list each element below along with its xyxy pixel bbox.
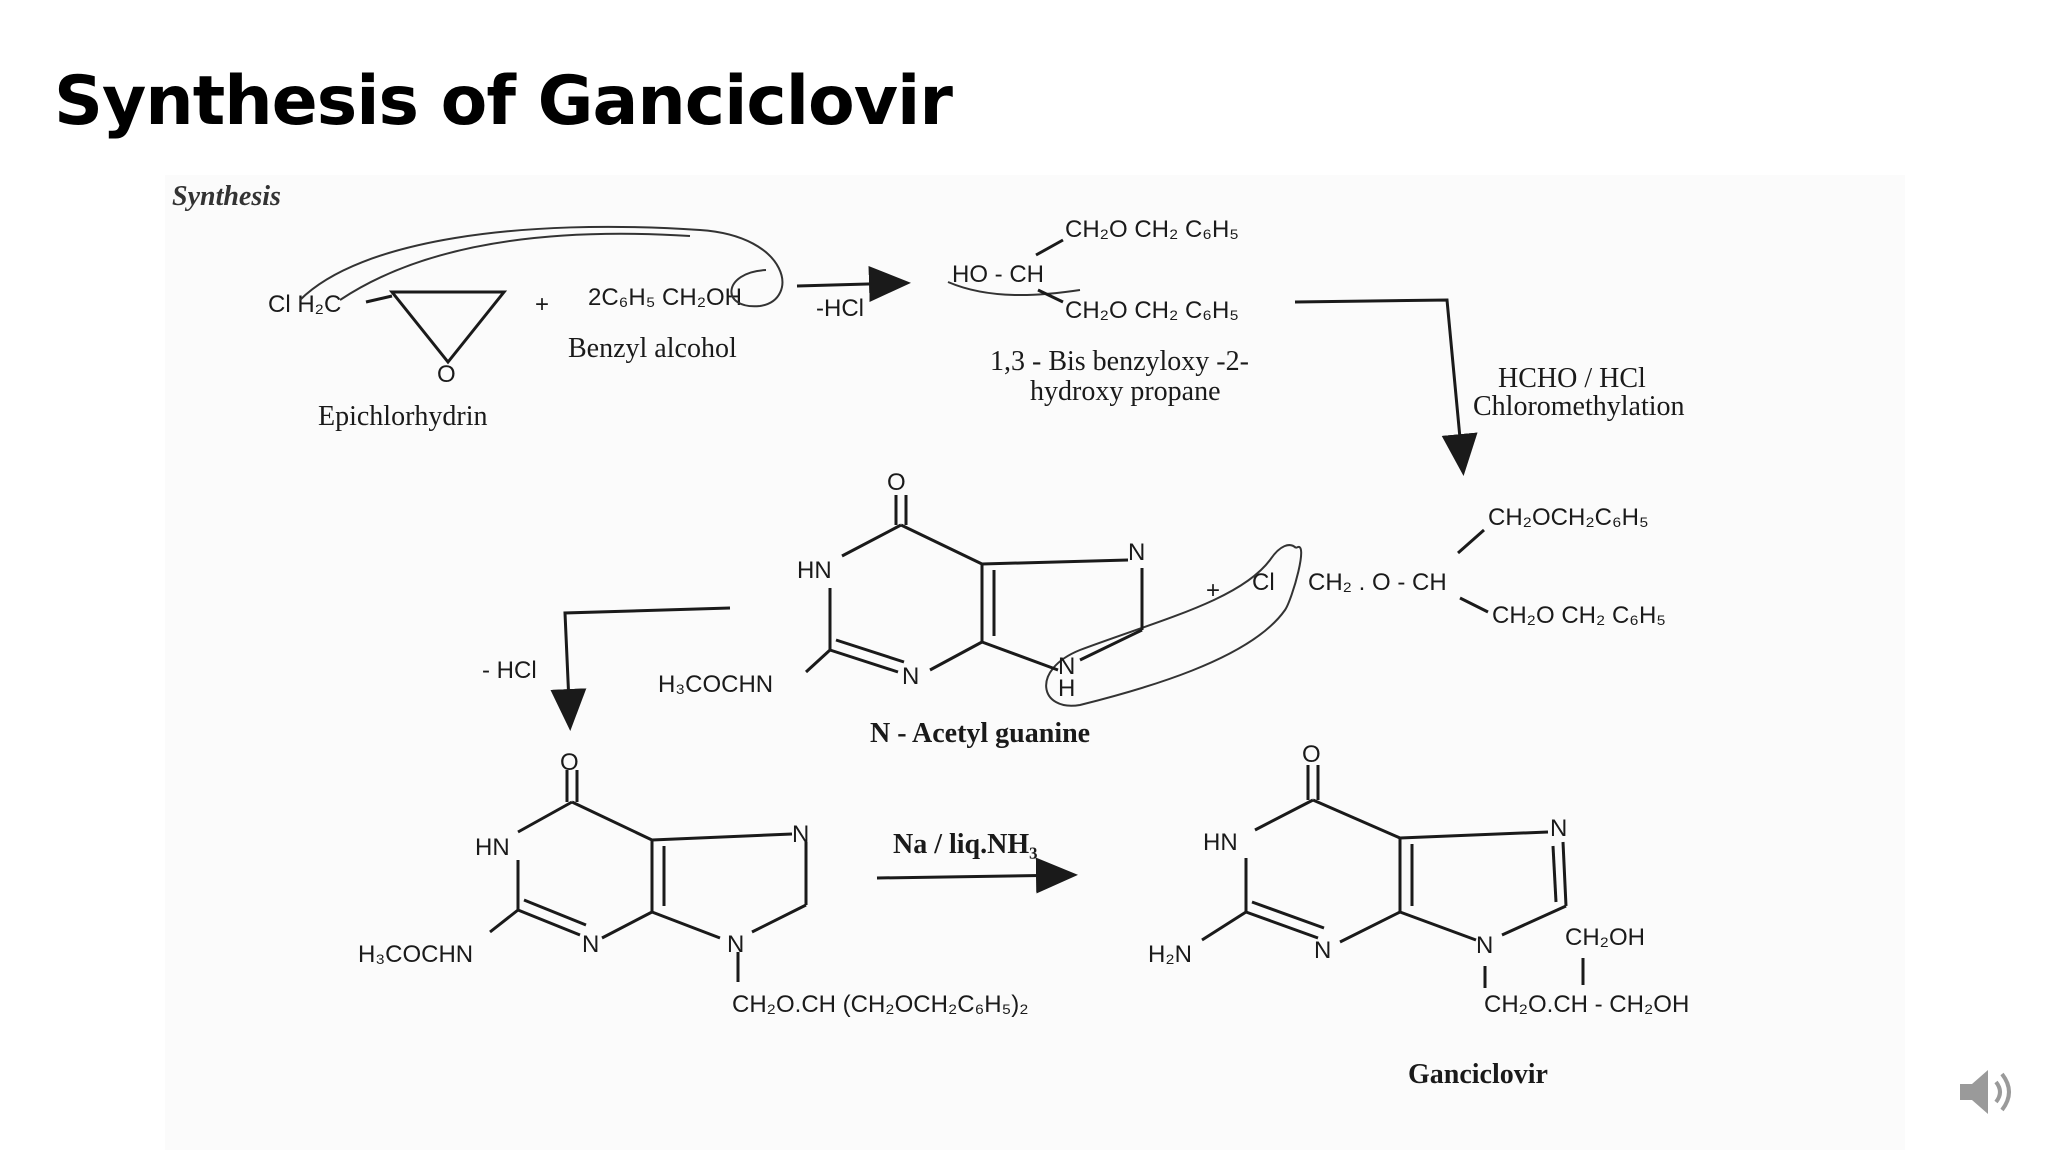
guanine-h: H xyxy=(1058,675,1075,702)
cond-step3: - HCl xyxy=(482,657,537,684)
chloro-bond-bot xyxy=(1459,596,1489,614)
guanine-n9: N xyxy=(1058,653,1075,680)
plus-sign-1: + xyxy=(535,291,549,318)
int-n3: N xyxy=(582,931,599,958)
gan-hn: HN xyxy=(1203,829,1238,856)
annotation-loop-2 xyxy=(339,232,691,301)
gan-n3: N xyxy=(1314,937,1331,964)
p1-name-1: 1,3 - Bis benzyloxy -2- xyxy=(990,346,1249,377)
arrow-step2 xyxy=(1294,298,1478,476)
cond-step2-line1: HCHO / HCl xyxy=(1498,363,1646,394)
int-n9: N xyxy=(727,931,744,958)
benzyl-formula: 2C₆H₅ CH₂OH xyxy=(588,284,742,311)
annotation-loop-4 xyxy=(1045,544,1303,707)
speaker-icon[interactable] xyxy=(1954,1060,2018,1124)
gan-n7: N xyxy=(1550,815,1567,842)
int-sub: H₃COCHN xyxy=(358,941,473,968)
cond-step2-line2: Chloromethylation xyxy=(1473,391,1685,422)
guanine-n7: N xyxy=(1128,539,1145,566)
int-hn: HN xyxy=(475,834,510,861)
guanine-n3: N xyxy=(902,663,919,690)
chloro-cl: Cl xyxy=(1252,569,1275,596)
gan-o: O xyxy=(1302,741,1321,768)
p1-name-2: hydroxy propane xyxy=(1030,376,1221,407)
chloro-chain: CH₂ . O - CH xyxy=(1308,569,1447,596)
gan-n9: N xyxy=(1476,932,1493,959)
guanine-o: O xyxy=(887,469,906,496)
int-o: O xyxy=(560,749,579,776)
gan-sub: H₂N xyxy=(1148,941,1192,968)
plus-sign-2: + xyxy=(1206,577,1220,604)
gan-ch2oh: CH₂OH xyxy=(1565,924,1645,951)
p1-mid: HO - CH xyxy=(952,261,1044,288)
cond-step4: Na / liq.NH₃ xyxy=(893,829,1038,860)
p1-bond-bot xyxy=(1037,288,1064,304)
annotation-loop-3 xyxy=(947,281,1081,297)
int-chain: CH₂O.CH (CH₂OCH₂C₆H₅)₂ xyxy=(732,991,1029,1018)
ganciclovir-name: Ganciclovir xyxy=(1408,1059,1548,1090)
epi-name: Epichlorhydrin xyxy=(318,401,488,432)
cond-step1: -HCl xyxy=(816,295,864,322)
p1-bond-top xyxy=(1035,238,1064,257)
ganciclovir-bonds xyxy=(1201,765,1585,988)
chloro-bot: CH₂O CH₂ C₆H₅ xyxy=(1492,602,1666,629)
guanine-name: N - Acetyl guanine xyxy=(870,718,1090,749)
arrow-step3 xyxy=(550,606,731,731)
guanine-bonds xyxy=(804,495,1144,674)
gan-chain: CH₂O.CH - CH₂OH xyxy=(1484,991,1689,1018)
intermediate-bonds xyxy=(489,770,808,982)
guanine-hn: HN xyxy=(797,557,832,584)
scheme-heading: Synthesis xyxy=(172,181,281,212)
arrow-step4 xyxy=(876,857,1078,894)
p1-top: CH₂O CH₂ C₆H₅ xyxy=(1065,216,1239,243)
chloro-top: CH₂OCH₂C₆H₅ xyxy=(1488,504,1649,531)
annotation-loop-1 xyxy=(299,225,784,308)
benzyl-name: Benzyl alcohol xyxy=(568,333,737,364)
slide-title: Synthesis of Ganciclovir xyxy=(54,62,953,141)
epoxide-ring xyxy=(365,290,508,365)
guanine-sub: H₃COCHN xyxy=(658,671,773,698)
p1-bot: CH₂O CH₂ C₆H₅ xyxy=(1065,297,1239,324)
epoxide-oxygen: O xyxy=(437,361,456,388)
chloro-bond-top xyxy=(1457,528,1485,555)
int-n7: N xyxy=(792,821,809,848)
arrow-step1 xyxy=(796,266,911,302)
